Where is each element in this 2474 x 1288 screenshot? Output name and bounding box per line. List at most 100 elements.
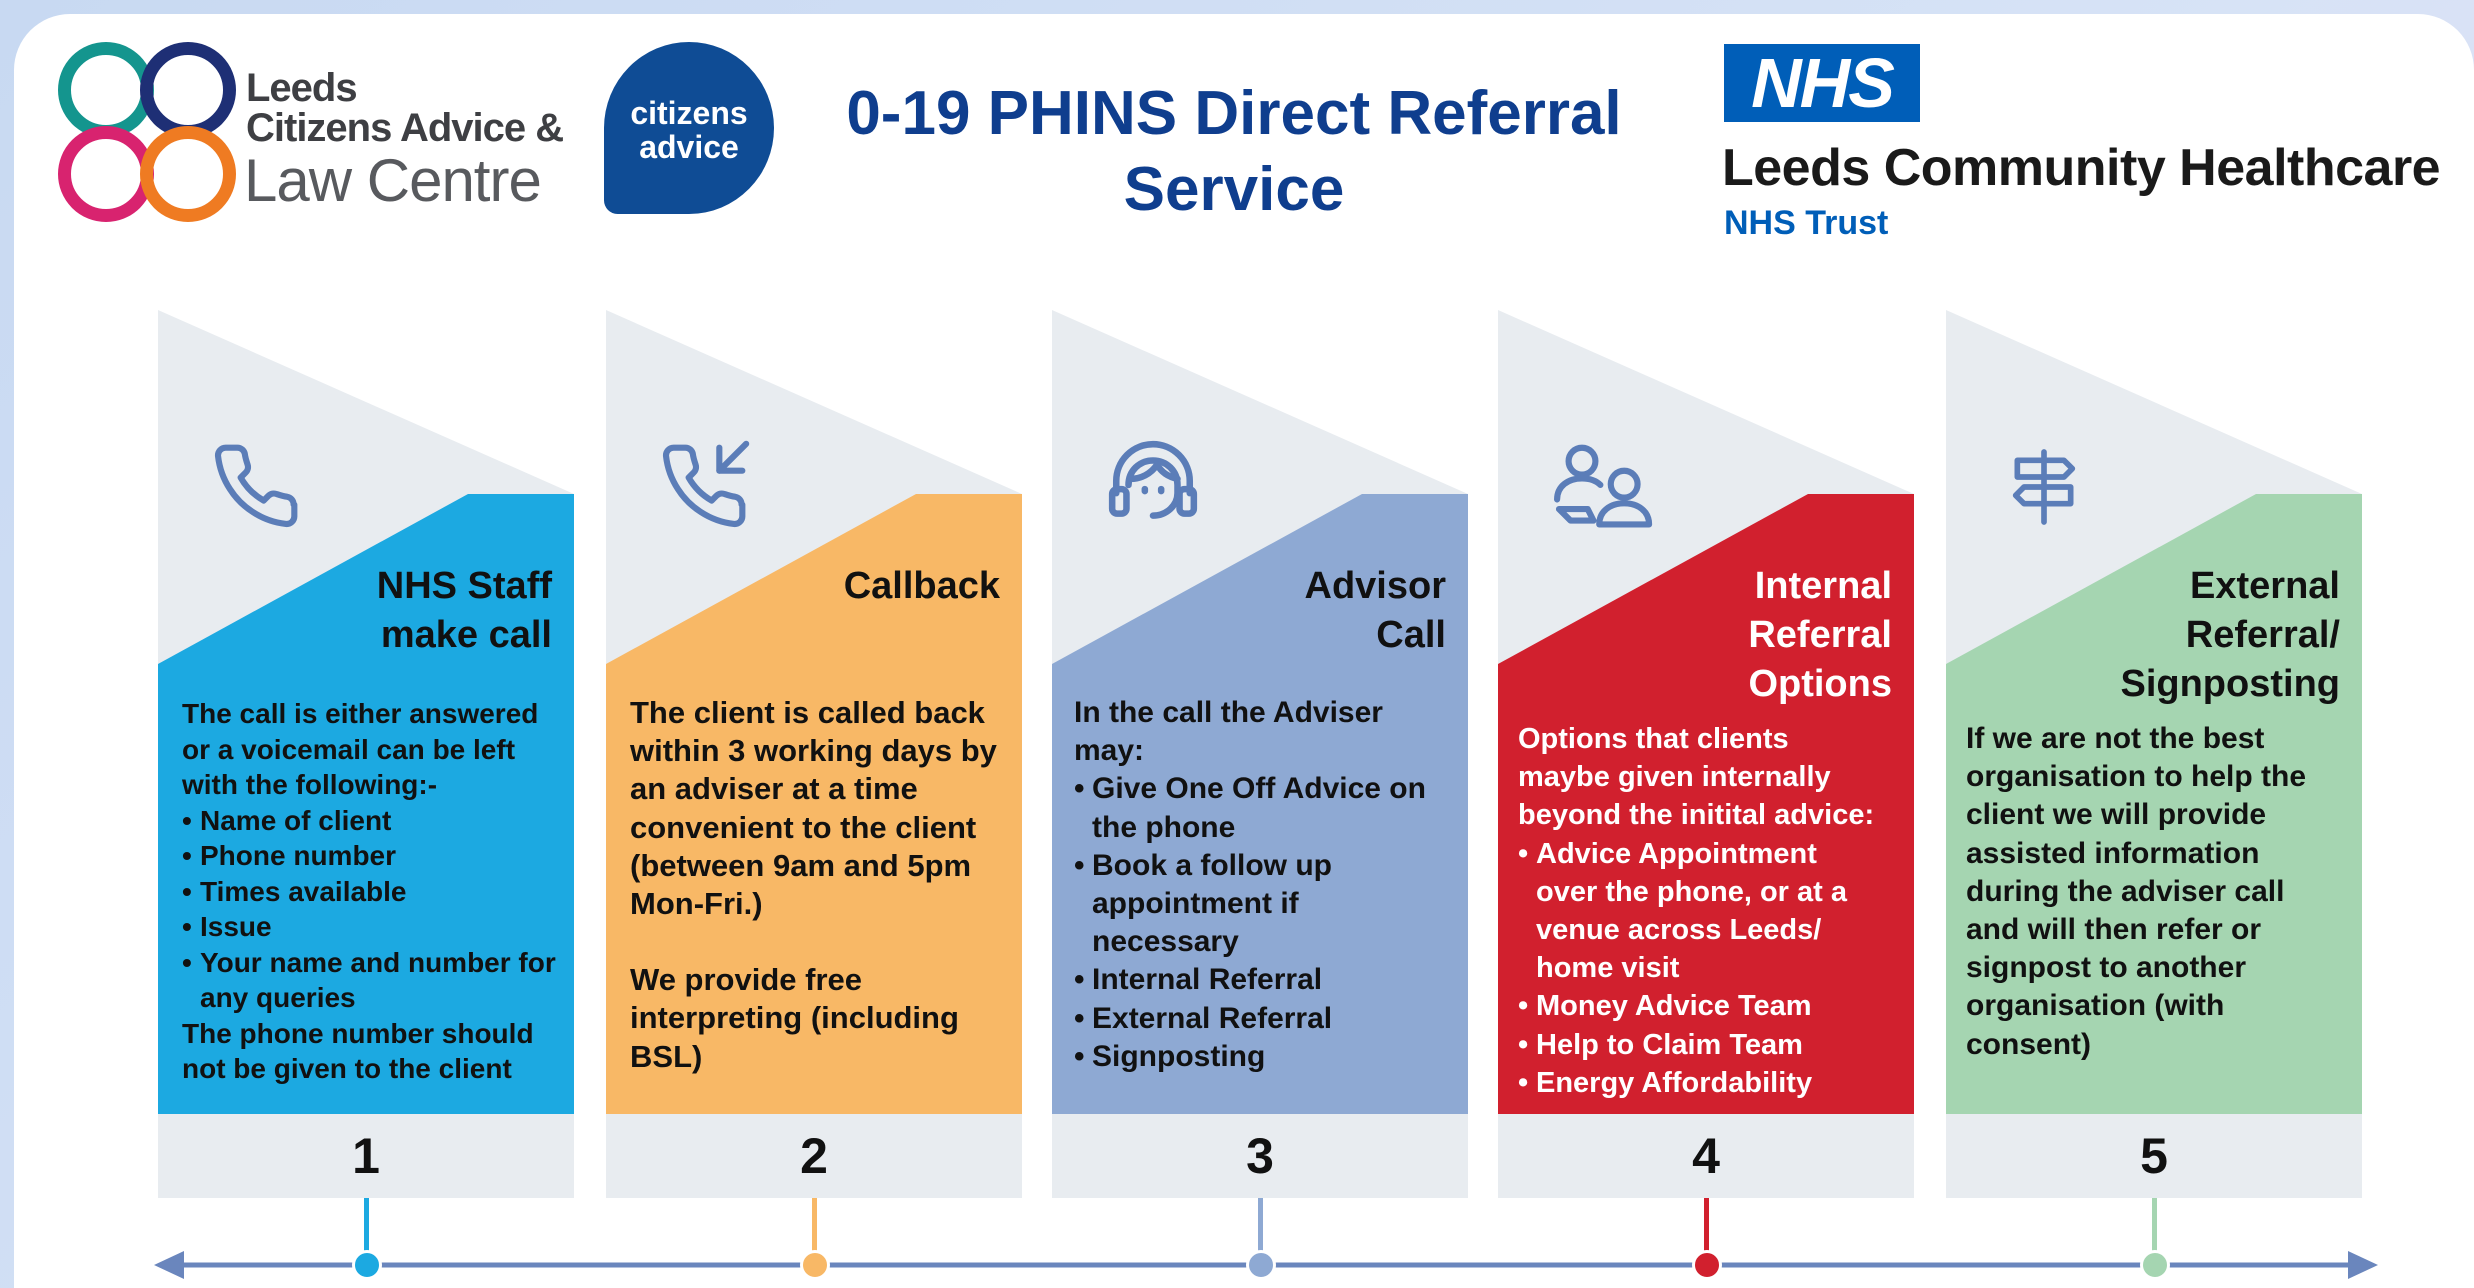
step-5-panel-shape bbox=[1946, 310, 2362, 1114]
step-1-bullet: Name of client bbox=[182, 803, 560, 839]
step-4-intro: maybe given internally bbox=[1518, 761, 1831, 794]
step-1-bullet: Times available bbox=[182, 874, 560, 910]
step-2-card: Callback The client is called back withi… bbox=[606, 310, 1022, 1198]
step-5-text: consent) bbox=[1966, 1027, 2092, 1061]
step-5-title-line: Signposting bbox=[2120, 663, 2340, 705]
step-4-title-line: Internal bbox=[1754, 565, 1892, 607]
step-1-card: NHS Staff make call The call is either a… bbox=[158, 310, 574, 1198]
step-3-bullet: Internal Referral bbox=[1074, 961, 1446, 999]
step-2-number: 2 bbox=[606, 1114, 1022, 1198]
step-2-connector bbox=[812, 1198, 817, 1266]
step-4-bullet: Help to Claim Team bbox=[1518, 1026, 1882, 1064]
step-1-bullet: Phone number bbox=[182, 838, 560, 874]
step-2-timeline-dot bbox=[800, 1250, 830, 1280]
step-3-card: Advisor Call In the call the Adviser may… bbox=[1052, 310, 1468, 1198]
people-icon bbox=[1554, 444, 1653, 528]
logo-text-law-centre: Law Centre bbox=[244, 147, 542, 214]
step-5-title-line: External bbox=[2190, 565, 2340, 607]
step-2-text: convenient to the client bbox=[630, 809, 977, 845]
step-3-intro: may: bbox=[1074, 734, 1145, 768]
step-5-description: If we are not the best organisation to h… bbox=[1966, 720, 2348, 1064]
phone-incoming-icon bbox=[662, 440, 750, 528]
step-1-timeline-dot bbox=[352, 1250, 382, 1280]
step-3-description: In the call the Adviser may: Give One Of… bbox=[1074, 694, 1454, 1076]
step-3-intro: In the call the Adviser bbox=[1074, 696, 1383, 729]
step-1-intro: The call is either answered bbox=[182, 698, 539, 729]
step-4-description: Options that clients maybe given interna… bbox=[1518, 720, 1900, 1102]
step-1-intro: with the following:- bbox=[182, 769, 438, 800]
step-4-title: Internal Referral Options bbox=[1748, 562, 1892, 709]
step-3-title-line: Advisor bbox=[1304, 565, 1446, 607]
step-1-bullet: Issue bbox=[182, 909, 560, 945]
page-title-line2: Service bbox=[1123, 155, 1345, 224]
step-2-text: within 3 working days by bbox=[630, 733, 997, 769]
step-2-description: The client is called back within 3 worki… bbox=[630, 694, 1008, 1076]
headset-icon bbox=[1108, 440, 1198, 519]
step-2-text: (between 9am and 5pm bbox=[630, 847, 972, 883]
step-3-title: Advisor Call bbox=[1305, 562, 1446, 660]
step-3-title-line: Call bbox=[1376, 614, 1446, 656]
logo-ring-orange bbox=[140, 126, 236, 222]
step-1-title: NHS Staff make call bbox=[377, 562, 552, 660]
step-5-text: If we are not the best bbox=[1966, 722, 2265, 755]
step-5-card: External Referral/ Signposting If we are… bbox=[1946, 310, 2362, 1198]
step-5-text: during the adviser call bbox=[1966, 874, 2285, 908]
step-1-connector bbox=[364, 1198, 369, 1266]
phone-icon bbox=[214, 444, 298, 528]
step-5-timeline-dot bbox=[2140, 1250, 2170, 1280]
step-5-title: External Referral/ Signposting bbox=[2120, 562, 2340, 709]
nhs-organisation-name: Leeds Community Healthcare bbox=[1722, 139, 2441, 197]
logo-ring-navy bbox=[140, 42, 236, 138]
step-5-text: signpost to another bbox=[1966, 951, 2246, 985]
step-1-number: 1 bbox=[158, 1114, 574, 1198]
step-5-connector bbox=[2152, 1198, 2157, 1266]
step-3-bullet: Give One Off Advice on the phone bbox=[1074, 770, 1446, 846]
step-2-text: BSL) bbox=[630, 1038, 703, 1074]
step-2-text bbox=[630, 923, 1008, 961]
step-4-intro: beyond the initital advice: bbox=[1518, 799, 1875, 832]
signpost-icon bbox=[2012, 449, 2076, 525]
step-2-title: Callback bbox=[844, 562, 1000, 611]
step-1-description: The call is either answered or a voicema… bbox=[182, 696, 560, 1087]
page-title: 0-19 PHINS Direct Referral Service bbox=[804, 76, 1664, 228]
step-2-title-line: Callback bbox=[843, 565, 1000, 607]
step-4-title-line: Options bbox=[1748, 663, 1892, 705]
step-1-title-line: NHS Staff bbox=[376, 565, 552, 607]
step-4-card: Internal Referral Options Options that c… bbox=[1498, 310, 1914, 1198]
step-3-bullet-list: Give One Off Advice on the phone Book a … bbox=[1074, 770, 1446, 1076]
step-5-text: client we will provide bbox=[1966, 798, 2267, 832]
step-3-number: 3 bbox=[1052, 1114, 1468, 1198]
citizens-advice-logo-line1: citizens bbox=[630, 95, 748, 131]
step-5-text: organisation to help the bbox=[1966, 760, 2307, 794]
step-3-bullet: External Referral bbox=[1074, 1000, 1446, 1038]
step-4-number: 4 bbox=[1498, 1114, 1914, 1198]
step-1-intro: or a voicemail can be left bbox=[182, 733, 516, 765]
infographic-canvas: Leeds Citizens Advice & Law Centre citiz… bbox=[14, 14, 2474, 1288]
nhs-logo: NHS bbox=[1724, 44, 1920, 122]
step-1-outro: The phone number should bbox=[182, 1017, 534, 1049]
step-5-number: 5 bbox=[1946, 1114, 2362, 1198]
step-1-outro: not be given to the client bbox=[182, 1053, 512, 1084]
step-2-text: We provide free bbox=[630, 962, 863, 998]
step-3-timeline-dot bbox=[1246, 1250, 1276, 1280]
step-2-text: The client is called back bbox=[630, 695, 985, 730]
step-5-text: organisation (with bbox=[1966, 989, 2225, 1023]
step-4-bullet: Advice Appointment over the phone, or at… bbox=[1518, 835, 1882, 988]
step-3-bullet: Book a follow up appointment if necessar… bbox=[1074, 847, 1446, 962]
step-1-bullet-list: Name of client Phone number Times availa… bbox=[182, 803, 560, 1016]
step-4-bullet-list: Advice Appointment over the phone, or at… bbox=[1518, 835, 1882, 1103]
step-4-bullet: Energy Affordability bbox=[1518, 1064, 1882, 1102]
step-4-connector bbox=[1704, 1198, 1709, 1266]
step-2-text: an adviser at a time bbox=[630, 771, 918, 807]
step-2-text: interpreting (including bbox=[630, 1000, 959, 1036]
step-2-panel-shape bbox=[606, 310, 1022, 1114]
step-3-connector bbox=[1258, 1198, 1263, 1266]
step-1-bullet: Your name and number for any queries bbox=[182, 945, 560, 1016]
step-4-intro: Options that clients bbox=[1518, 723, 1789, 755]
logo-text-citizens-advice: Citizens Advice & bbox=[246, 106, 564, 150]
citizens-advice-logo: citizens advice bbox=[604, 42, 774, 214]
step-4-title-line: Referral bbox=[1748, 614, 1892, 656]
step-3-bullet: Signposting bbox=[1074, 1038, 1446, 1076]
nhs-trust-label: NHS Trust bbox=[1724, 204, 1889, 242]
step-5-title-line: Referral/ bbox=[2185, 614, 2340, 656]
